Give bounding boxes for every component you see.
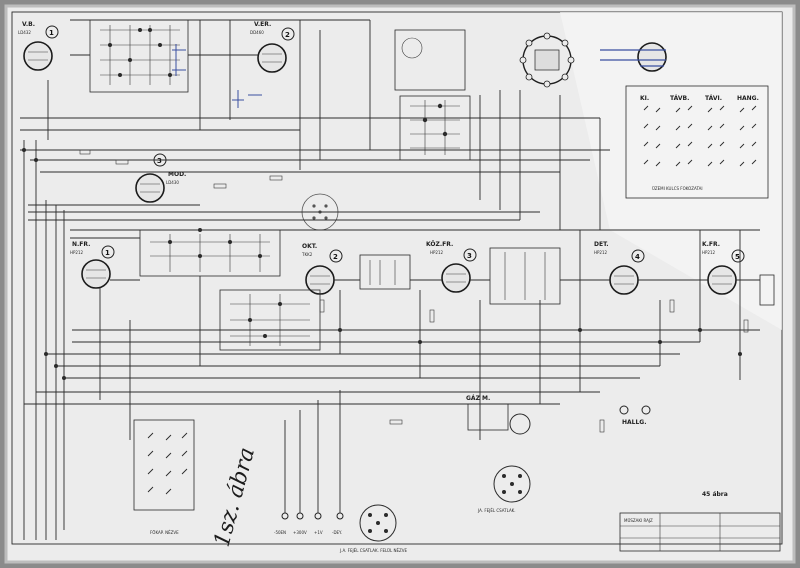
- rotary-switch: [519, 32, 575, 88]
- tube-kfr: K.FR. HP212 5: [702, 241, 745, 295]
- headphone-jack: HALLG.: [619, 405, 651, 426]
- svg-text:-DEY.: -DEY.: [332, 530, 342, 535]
- svg-text:4: 4: [635, 253, 640, 261]
- svg-text:HALLG.: HALLG.: [622, 419, 647, 426]
- svg-text:2: 2: [333, 253, 338, 261]
- tube-2-ver: V.ER. DD460 2: [250, 21, 295, 73]
- svg-text:KI.: KI.: [640, 95, 649, 102]
- svg-text:V.B.: V.B.: [22, 21, 35, 28]
- svg-text:FŐKAP. NÉZVE: FŐKAP. NÉZVE: [150, 530, 179, 535]
- svg-text:GÁZ M.: GÁZ M.: [466, 395, 490, 402]
- svg-text:LD430: LD430: [166, 180, 179, 185]
- svg-text:2: 2: [285, 31, 290, 39]
- switch-table: KI. TÁVB. TÁVI. HANG. ÜZEMI KULCS FOKOZA…: [625, 85, 769, 199]
- svg-text:MOD.: MOD.: [168, 171, 186, 178]
- output-tube: [600, 42, 667, 72]
- svg-text:LD432: LD432: [18, 30, 31, 35]
- svg-text:1: 1: [49, 29, 54, 37]
- tube-3-mod: 3 MOD. LD430: [135, 153, 186, 203]
- svg-text:J.A. FEJÉL CSATLAK. FELÜL NÉZV: J.A. FEJÉL CSATLAK. FELÜL NÉZVE: [339, 548, 407, 553]
- tube-1-vb: V.B. LD432 1: [18, 21, 59, 71]
- svg-text:3: 3: [157, 157, 162, 165]
- svg-text:N.FR.: N.FR.: [72, 241, 90, 248]
- svg-text:MŰSZAKI RAJZ: MŰSZAKI RAJZ: [624, 518, 653, 523]
- svg-text:1: 1: [105, 249, 110, 257]
- svg-text:DD460: DD460: [250, 30, 264, 35]
- gas-meter: GÁZ M.: [466, 395, 531, 435]
- svg-text:HP212: HP212: [702, 250, 716, 255]
- svg-text:JA. FEJÉL CSATLAK.: JA. FEJÉL CSATLAK.: [477, 508, 516, 513]
- svg-text:TÁVI.: TÁVI.: [705, 95, 722, 102]
- svg-text:V.ER.: V.ER.: [254, 21, 271, 28]
- svg-text:TÁVB.: TÁVB.: [670, 95, 689, 102]
- if-transformer: [489, 247, 561, 305]
- svg-text:KÖZ.FR.: KÖZ.FR.: [426, 241, 453, 248]
- svg-text:+1V: +1V: [314, 530, 323, 535]
- bottom-socket: J.A. FEJÉL CSATLAK. FELÜL NÉZVE: [339, 504, 407, 553]
- svg-text:45 ábra: 45 ábra: [702, 491, 728, 498]
- socket-view-right: JA. FEJÉL CSATLAK.: [477, 465, 531, 513]
- svg-text:HP212: HP212: [594, 250, 608, 255]
- title-block: MŰSZAKI RAJZ 45 ábra: [619, 491, 781, 552]
- tube-kozfr: KÖZ.FR. HP212 3: [426, 241, 477, 293]
- svg-text:5: 5: [735, 253, 740, 261]
- svg-text:DET.: DET.: [594, 241, 609, 248]
- tube-nfr: N.FR. HP212 1: [70, 241, 115, 289]
- svg-text:ÜZEMI KULCS FOKOZATAI: ÜZEMI KULCS FOKOZATAI: [652, 186, 703, 191]
- svg-text:-50EN: -50EN: [274, 530, 286, 535]
- svg-text:HP212: HP212: [430, 250, 444, 255]
- left-switch-cluster: [133, 419, 195, 511]
- svg-text:OKT.: OKT.: [302, 243, 317, 250]
- svg-text:TKK2: TKK2: [301, 252, 313, 257]
- oscillator-network: [219, 289, 321, 351]
- svg-text:3: 3: [467, 252, 472, 260]
- svg-text:K.FR.: K.FR.: [702, 241, 720, 248]
- svg-text:HANG.: HANG.: [737, 95, 759, 102]
- svg-text:HP212: HP212: [70, 250, 84, 255]
- svg-text:+300V: +300V: [293, 530, 307, 535]
